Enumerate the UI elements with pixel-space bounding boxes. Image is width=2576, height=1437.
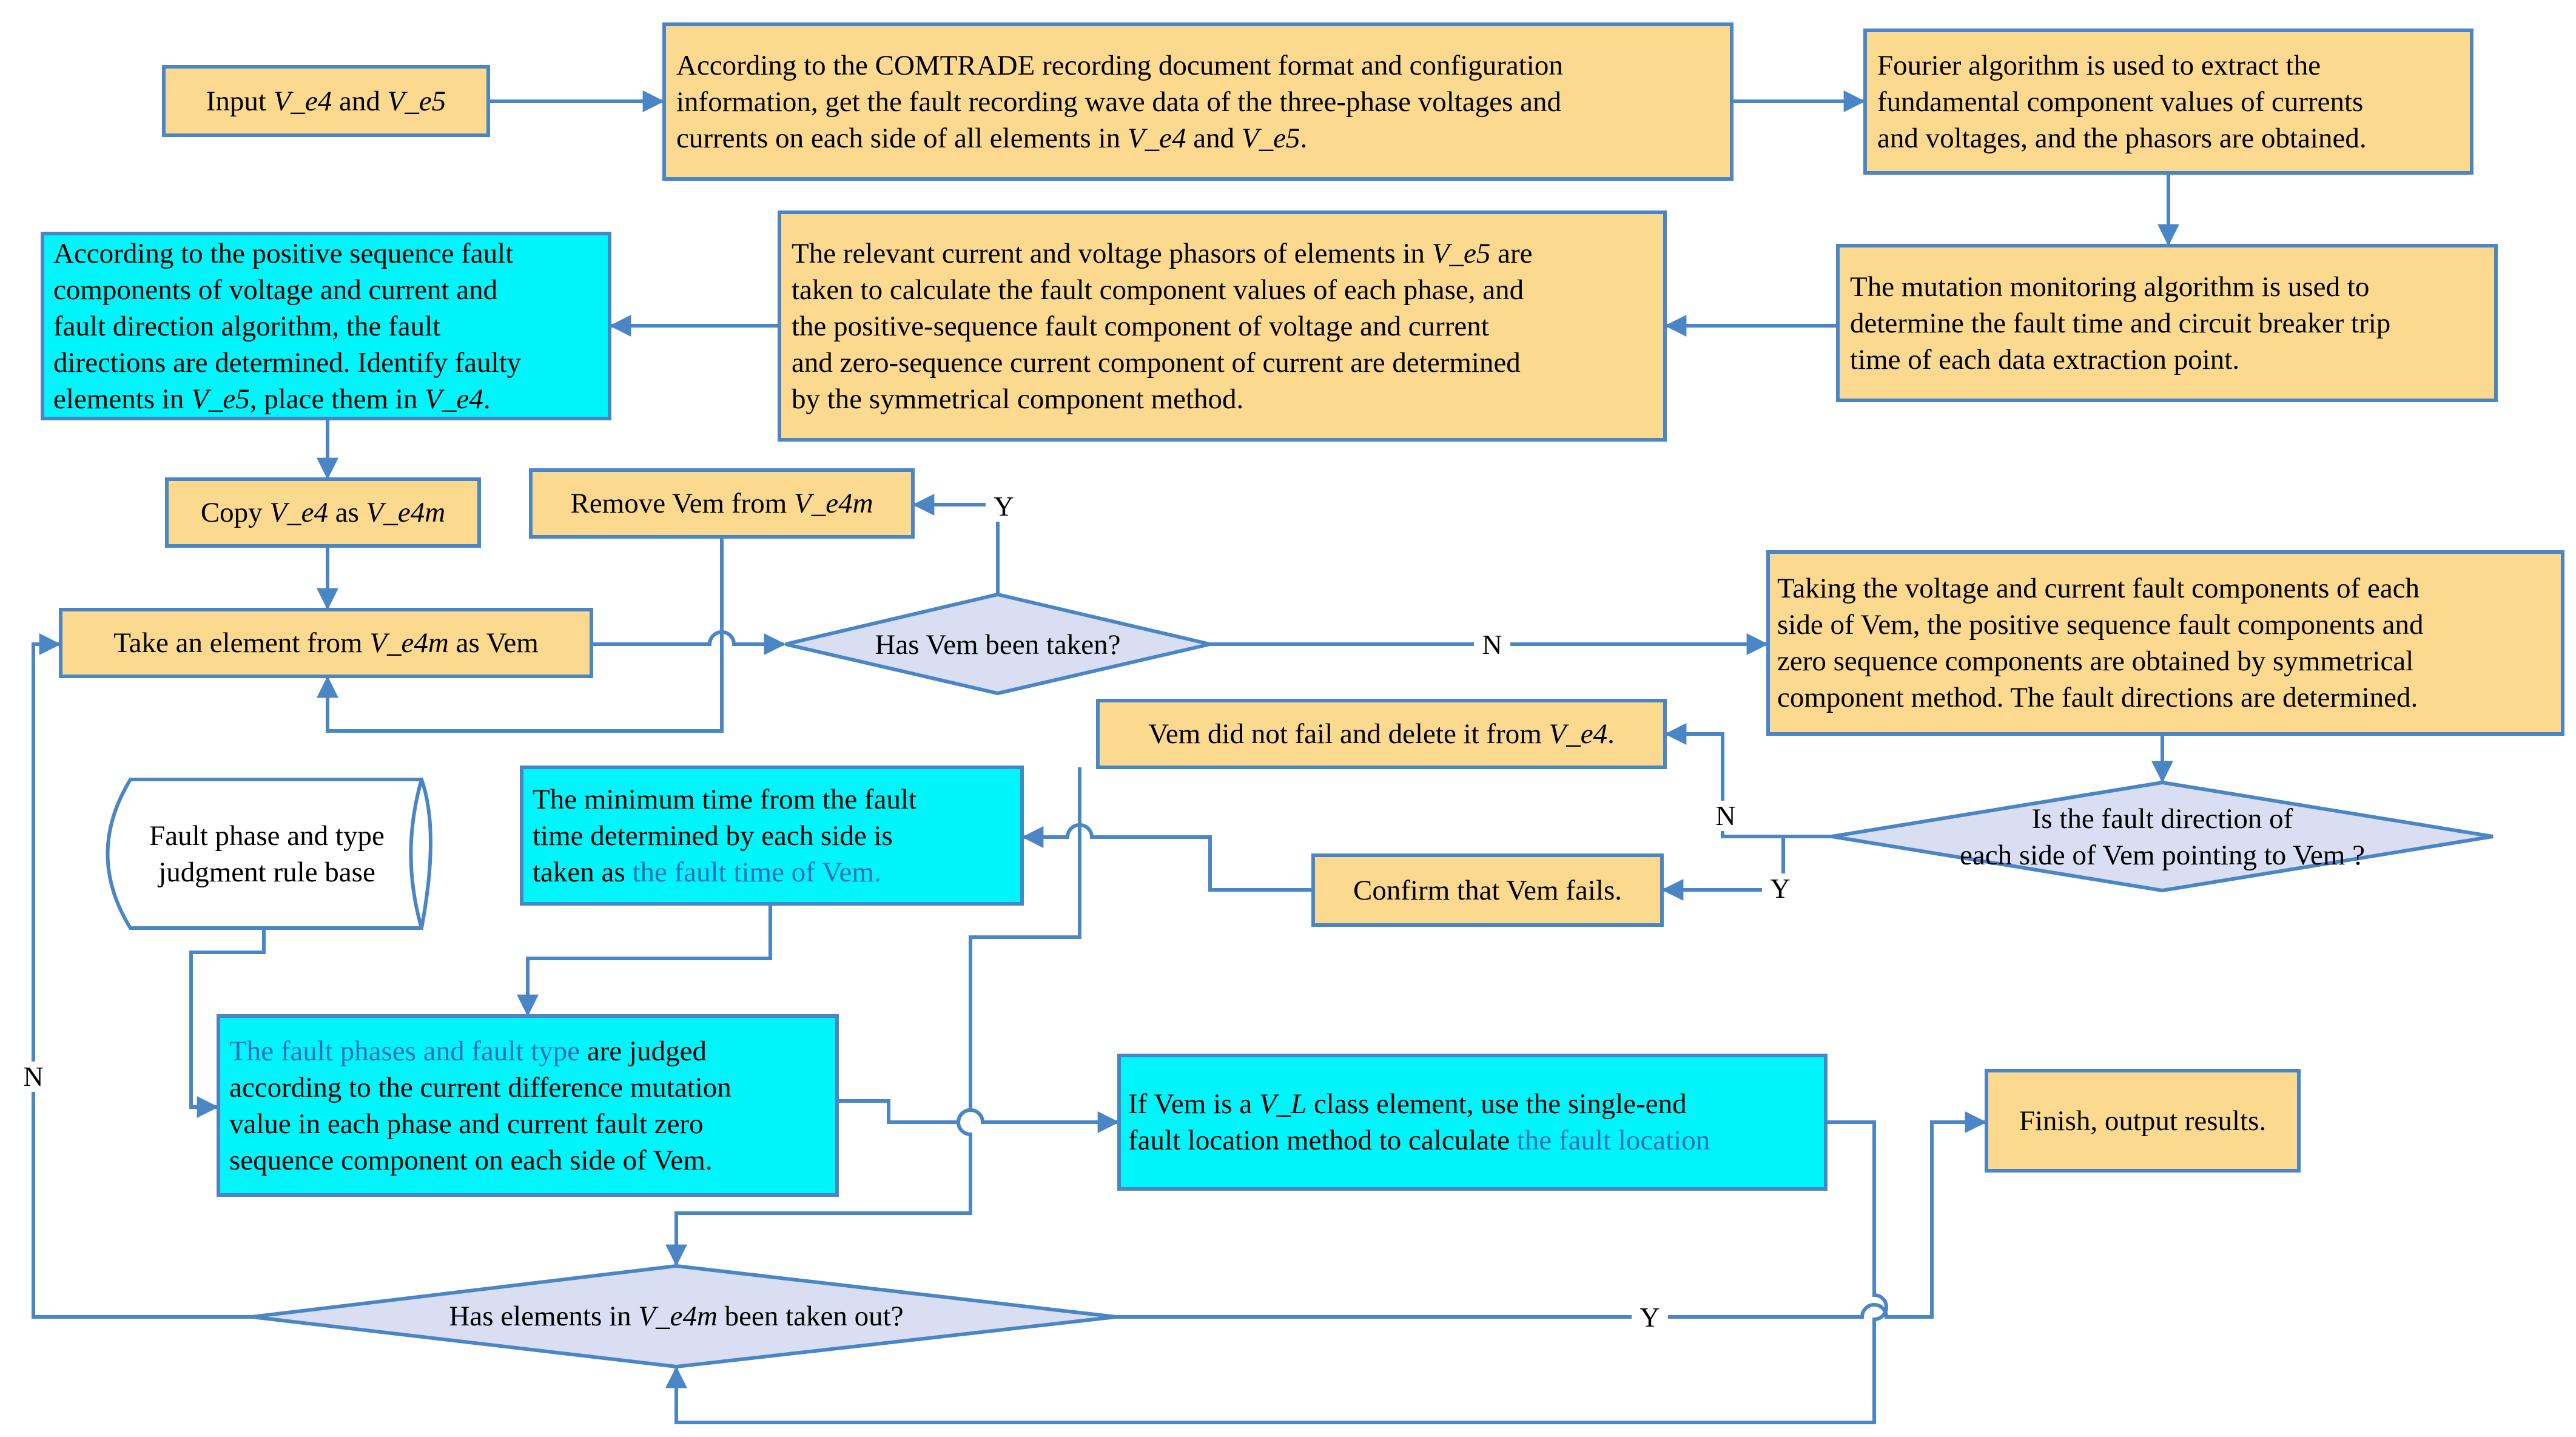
take-label: Take an element from V_e4m as Vem xyxy=(113,627,539,659)
edge-take-hastaken xyxy=(591,630,786,655)
text-rule-base: Fault phase and type judgment rule base xyxy=(103,779,431,928)
min-time-line-3: taken as the fault time of Vem. xyxy=(533,856,881,888)
text-take: Take an element from V_e4m as Vem xyxy=(61,610,591,676)
edge-label-direction-yes: Y xyxy=(1762,873,1798,904)
node-is-direction xyxy=(1831,780,2494,893)
text-has-taken: Has Vem been taken? xyxy=(785,610,1210,679)
node-mutation xyxy=(1836,244,2498,402)
text-mutation: The mutation monitoring algorithm is use… xyxy=(1850,246,2490,400)
judge-line-1: The fault phases and fault type are judg… xyxy=(229,1035,707,1067)
node-remove xyxy=(529,468,915,539)
edge-label-elements-yes: Y xyxy=(1632,1302,1668,1333)
has-taken-label: Has Vem been taken? xyxy=(875,628,1121,661)
rule-base-line-2: judgment rule base xyxy=(158,856,375,888)
phasors-line-2: taken to calculate the fault component v… xyxy=(792,274,1524,306)
fourier-line-3: and voltages, and the phasors are obtain… xyxy=(1877,122,2367,154)
direction-line-3: fault direction algorithm, the fault xyxy=(53,310,441,342)
direction-line-2: components of voltage and current and xyxy=(53,274,498,306)
edge-confirm-mintime xyxy=(1021,823,1313,892)
text-has-elements: Has elements in V_e4m been taken out? xyxy=(340,1280,1013,1353)
node-input xyxy=(162,65,490,137)
comtrade-line-1: According to the COMTRADE recording docu… xyxy=(676,49,1563,81)
remove-label: Remove Vem from V_e4m xyxy=(570,488,873,519)
judge-line-3: value in each phase and current fault ze… xyxy=(229,1108,704,1140)
rule-base-inner-curve xyxy=(409,779,423,929)
not-fail-label: Vem did not fail and delete it from V_e4… xyxy=(1148,718,1615,750)
input-label: Input V_e4 and V_e5 xyxy=(206,85,446,117)
mutation-line-1: The mutation monitoring algorithm is use… xyxy=(1850,271,2370,303)
edge-haselements-finish xyxy=(1116,1111,1987,1319)
text-is-direction: Is the fault direction of each side of V… xyxy=(1892,798,2432,877)
edge-label-direction-no: N xyxy=(1707,801,1744,831)
judge-line-4: sequence component on each side of Vem. xyxy=(229,1144,713,1176)
node-comtrade xyxy=(662,22,1734,181)
text-finish: Finish, output results. xyxy=(1986,1071,2299,1171)
text-confirm: Confirm that Vem fails. xyxy=(1313,855,1662,925)
text-single-end: If Vem is a V_L class element, use the s… xyxy=(1128,1055,1820,1189)
node-taking-voltage xyxy=(1766,550,2564,736)
node-single-end xyxy=(1117,1054,1828,1191)
finish-label: Finish, output results. xyxy=(2019,1105,2267,1137)
min-time-line-1: The minimum time from the fault xyxy=(533,783,917,815)
copy-label: Copy V_e4 as V_e4m xyxy=(200,497,446,528)
fourier-line-2: fundamental component values of currents xyxy=(1877,86,2364,118)
edge-label-remove-yes: Y xyxy=(986,491,1022,522)
node-not-fail xyxy=(1096,699,1667,769)
direction-line-1: According to the positive sequence fault xyxy=(53,237,514,269)
node-phasors xyxy=(778,210,1667,442)
phasors-line-3: the positive-sequence fault component of… xyxy=(792,310,1489,342)
text-min-time: The minimum time from the fault time det… xyxy=(533,767,1018,904)
edge-label-loop-no: N xyxy=(15,1062,52,1092)
node-copy xyxy=(165,477,481,548)
direction-line-5: elements in V_e5, place them in V_e4. xyxy=(53,383,491,415)
edge-singleend-haselements xyxy=(665,1120,1888,1424)
text-input: Input V_e4 and V_e5 xyxy=(164,67,488,135)
direction-line-4: directions are determined. Identify faul… xyxy=(53,346,522,379)
phasors-line-1: The relevant current and voltage phasors… xyxy=(792,237,1533,269)
comtrade-line-2: information, get the fault recording wav… xyxy=(676,86,1562,118)
edge-mintime-judge xyxy=(517,904,772,1017)
mutation-line-3: time of each data extraction point. xyxy=(1850,343,2240,375)
single-end-line-1: If Vem is a V_L class element, use the s… xyxy=(1128,1088,1687,1120)
fourier-line-1: Fourier algorithm is used to extract the xyxy=(1877,49,2321,81)
min-time-line-2: time determined by each side is xyxy=(533,819,893,852)
taking-line-1: Taking the voltage and current fault com… xyxy=(1777,573,2420,604)
text-remove: Remove Vem from V_e4m xyxy=(531,470,913,537)
taking-line-3: zero sequence components are obtained by… xyxy=(1777,645,2414,677)
node-direction xyxy=(41,232,611,420)
edge-rulebase-judge xyxy=(189,928,266,1118)
is-direction-line-1: Is the fault direction of xyxy=(2031,803,2293,835)
is-direction-line-2: each side of Vem pointing to Vem ? xyxy=(1960,840,2365,871)
text-phasors: The relevant current and voltage phasors… xyxy=(792,212,1659,440)
node-rule-base xyxy=(106,778,432,930)
edge-remove-take xyxy=(317,537,724,733)
taking-line-4: component method. The fault directions a… xyxy=(1777,682,2418,713)
phasors-line-5: by the symmetrical component method. xyxy=(792,383,1244,415)
comtrade-line-3: currents on each side of all elements in… xyxy=(676,122,1308,154)
edge-label-taken-no: N xyxy=(1474,630,1510,660)
text-judge-phases: The fault phases and fault type are judg… xyxy=(229,1016,833,1195)
edge-haselements-take xyxy=(32,633,252,1319)
confirm-label: Confirm that Vem fails. xyxy=(1353,874,1622,906)
node-fourier xyxy=(1863,29,2473,175)
phasors-line-4: and zero-sequence current component of c… xyxy=(792,346,1521,379)
rule-base-line-1: Fault phase and type xyxy=(149,819,385,852)
mutation-line-2: determine the fault time and circuit bre… xyxy=(1850,307,2391,339)
node-has-taken xyxy=(785,592,1211,696)
edge-judge-singleend xyxy=(837,1099,1120,1133)
taking-line-2: side of Vem, the positive sequence fault… xyxy=(1777,609,2424,641)
text-direction: According to the positive sequence fault… xyxy=(53,234,605,419)
judge-line-2: according to the current difference muta… xyxy=(229,1071,731,1103)
text-taking-voltage: Taking the voltage and current fault com… xyxy=(1777,552,2557,734)
node-min-time xyxy=(520,766,1024,906)
text-not-fail: Vem did not fail and delete it from V_e4… xyxy=(1098,701,1665,767)
node-finish xyxy=(1985,1069,2301,1173)
text-comtrade: According to the COMTRADE recording docu… xyxy=(676,24,1726,179)
edge-isdirection-notfail xyxy=(1664,723,1832,838)
text-fourier: Fourier algorithm is used to extract the… xyxy=(1877,30,2466,173)
text-copy: Copy V_e4 as V_e4m xyxy=(167,479,479,546)
has-elements-label: Has elements in V_e4m been taken out? xyxy=(449,1301,904,1332)
single-end-line-2: fault location method to calculate the f… xyxy=(1128,1125,1710,1156)
